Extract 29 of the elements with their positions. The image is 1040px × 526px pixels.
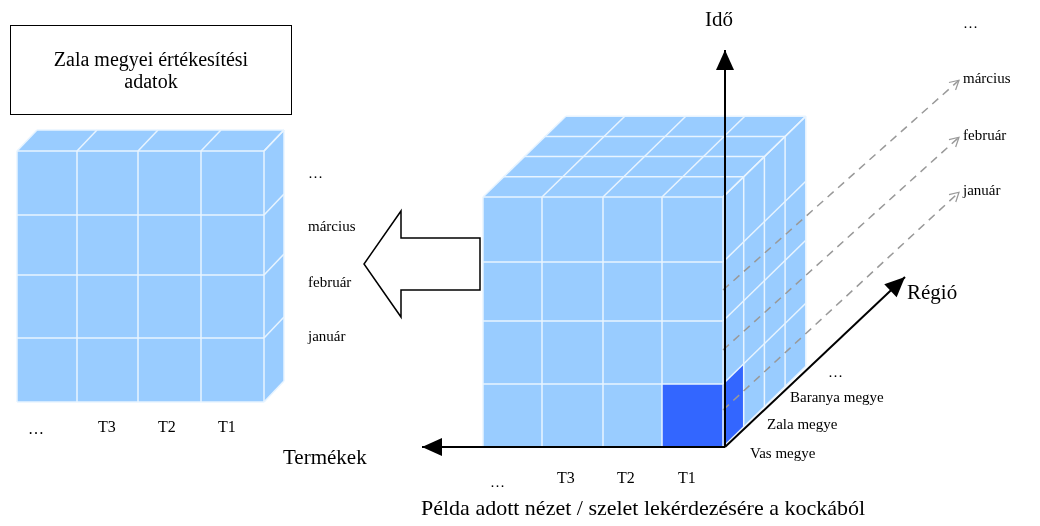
ellipsis: … [490, 474, 505, 491]
dashed-arrow [722, 79, 960, 291]
month-label: január [308, 328, 346, 345]
dashed-arrow [722, 136, 960, 351]
ellipsis: … [828, 364, 843, 381]
ellipsis: … [963, 15, 978, 32]
ellipsis: … [28, 420, 44, 438]
product-label: T3 [98, 418, 116, 436]
dashed-arrow [722, 191, 960, 411]
product-label: T2 [617, 469, 635, 487]
region-label: Vas megye [750, 445, 816, 462]
month-label: február [308, 274, 352, 291]
axis-label: Termékek [283, 446, 367, 470]
month-label: március [963, 70, 1011, 87]
product-label: T1 [218, 418, 236, 436]
block-arrow [363, 208, 481, 320]
title-box: Zala megyei értékesítési adatok [10, 25, 292, 115]
region-label: Baranya megye [790, 389, 884, 406]
ellipsis: … [308, 165, 323, 182]
product-label: T1 [678, 469, 696, 487]
month-label: március [308, 218, 356, 235]
product-label: T3 [557, 469, 575, 487]
region-label: Zala megye [767, 416, 838, 433]
product-label: T2 [158, 418, 176, 436]
axis-label: Régió [907, 281, 958, 305]
axis-label: Idő [705, 8, 733, 32]
caption: Példa adott nézet / szelet lekérdezésére a kockából [421, 496, 866, 521]
month-label: február [963, 127, 1007, 144]
month-label: január [963, 182, 1001, 199]
